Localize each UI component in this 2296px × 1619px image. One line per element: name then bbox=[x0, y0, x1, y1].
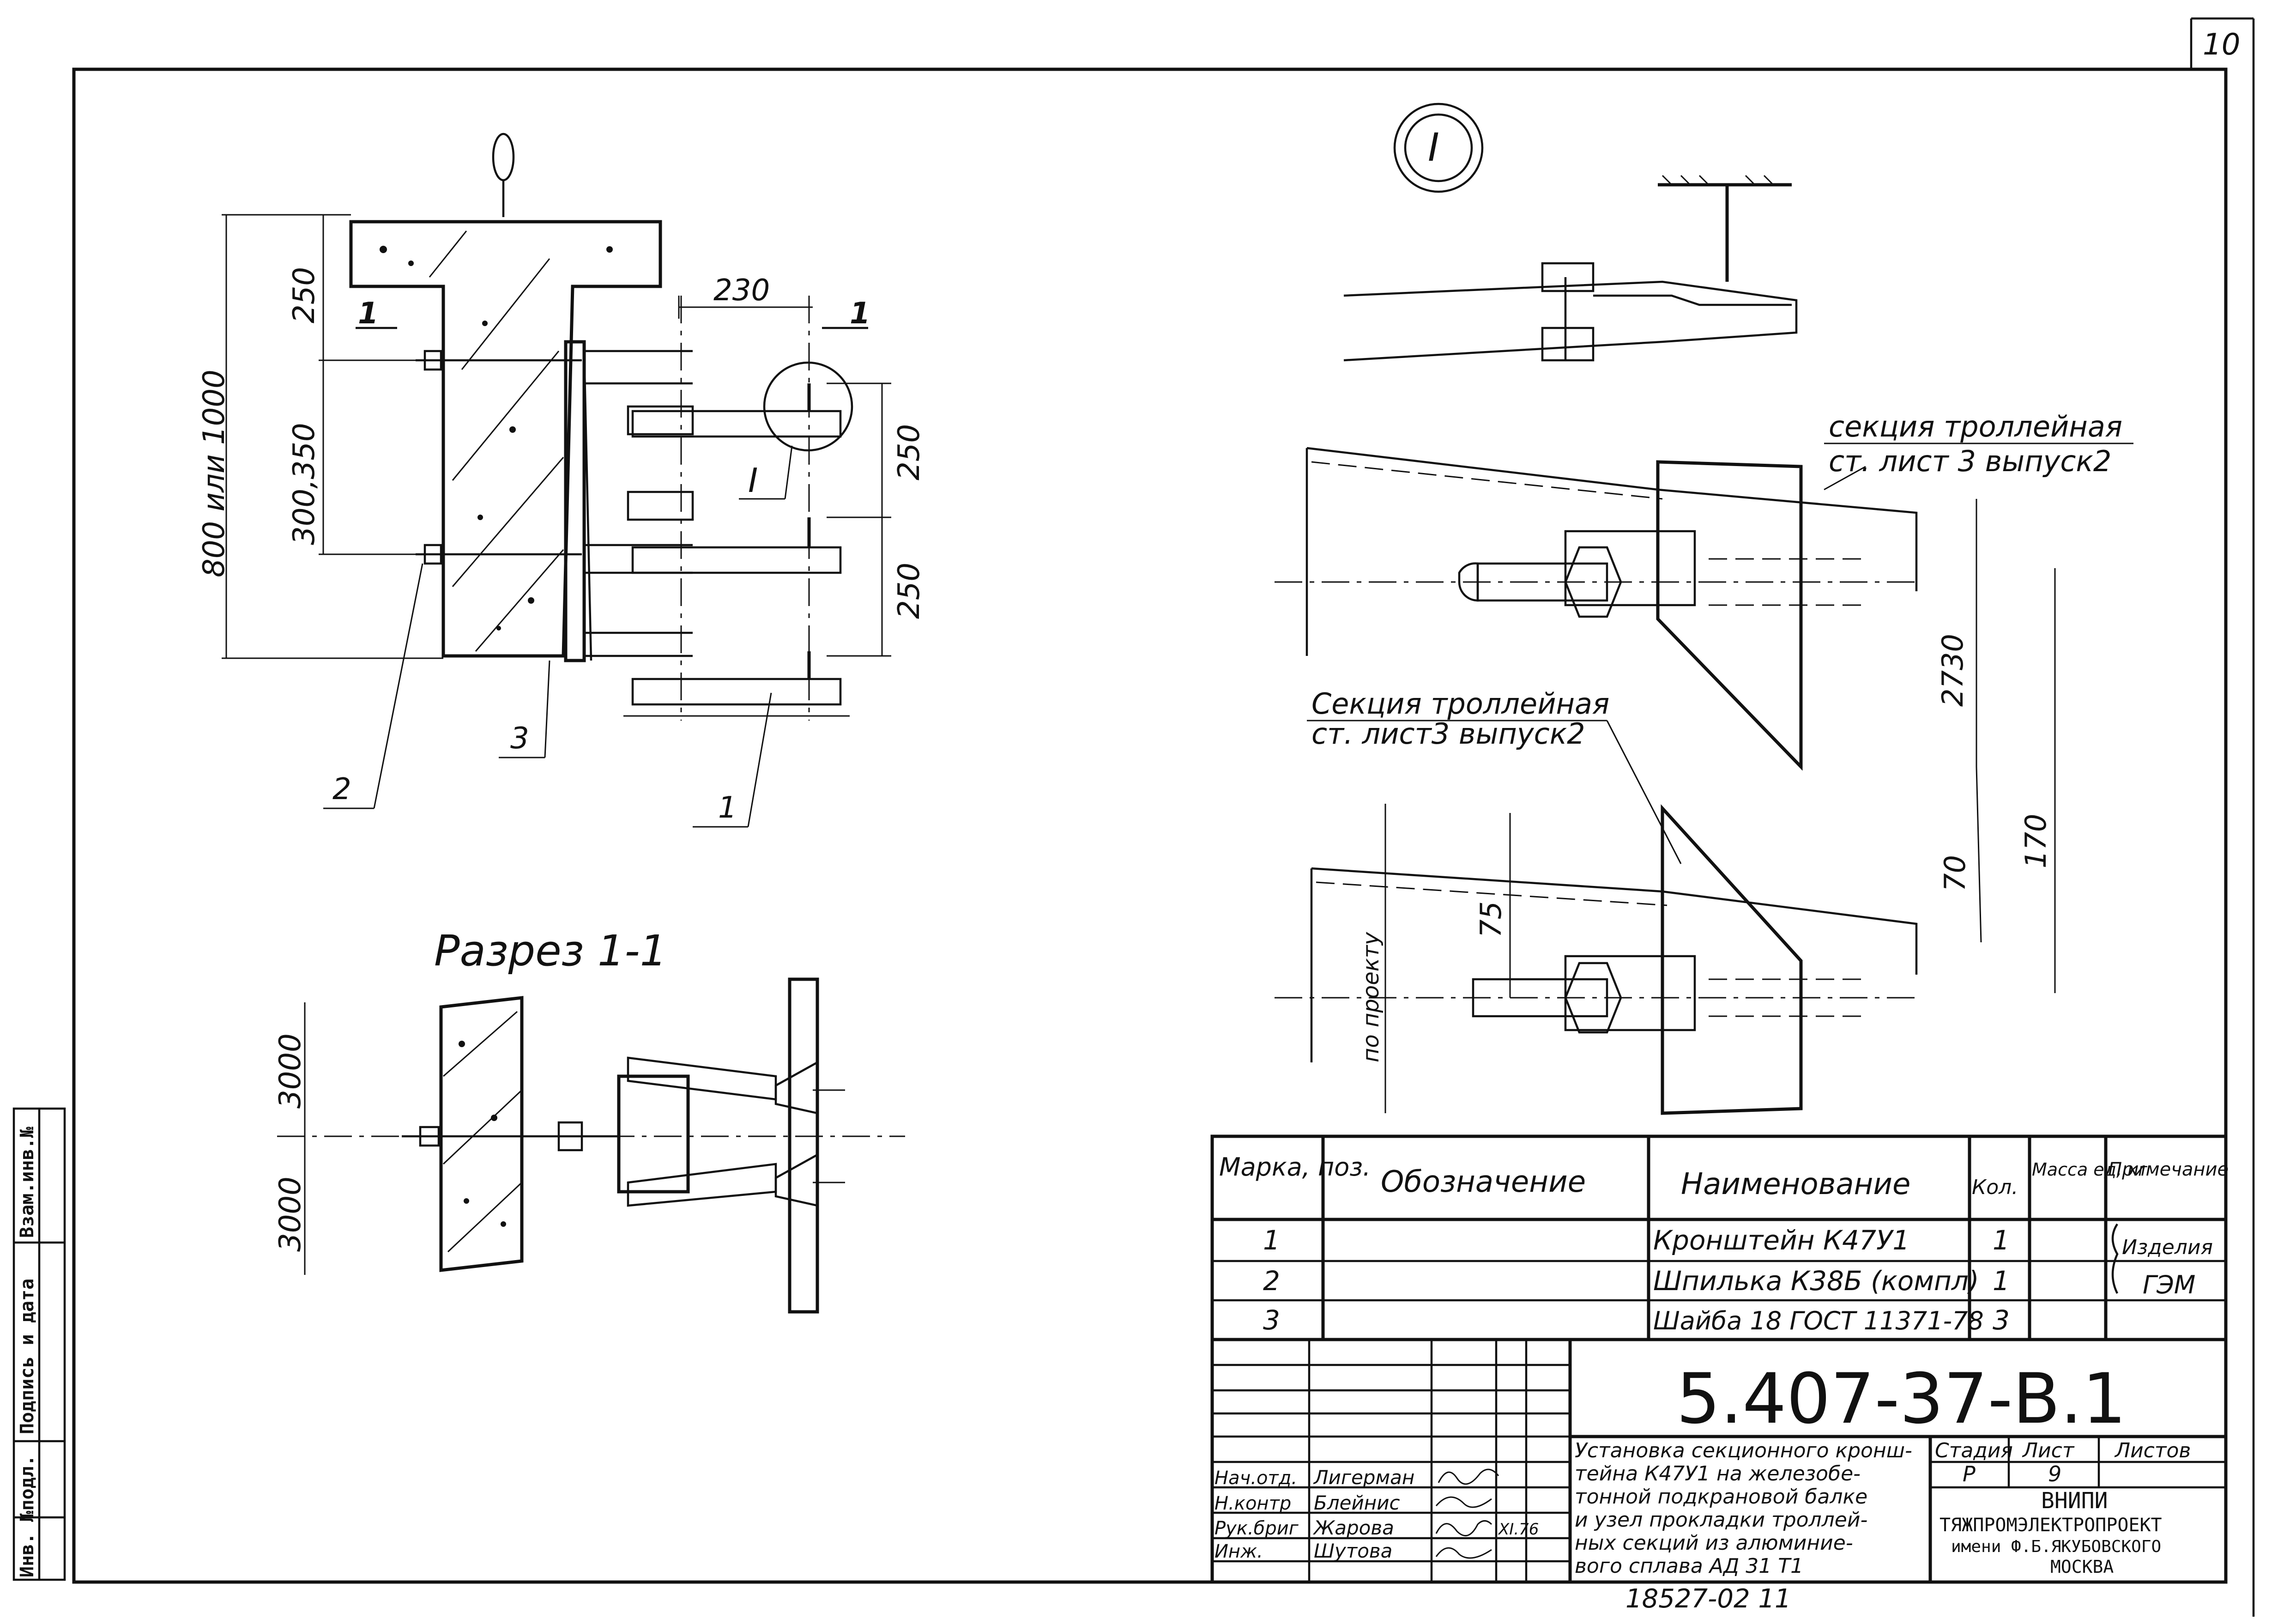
spec-row-name: Кронштейн К47У1 bbox=[1653, 1225, 1909, 1256]
staff-name: Блейнис bbox=[1314, 1492, 1400, 1514]
spec-row-qty: 1 bbox=[1993, 1265, 2010, 1297]
spec-row-pos: 1 bbox=[1263, 1225, 1280, 1256]
detail-dim-75: 75 bbox=[1474, 901, 1508, 938]
section-dim-3000-bottom: 3000 bbox=[273, 1176, 308, 1252]
staff-row: Инж. Шутова bbox=[1214, 1540, 1492, 1562]
detail-label-upper-line1: секция троллейная bbox=[1829, 410, 2122, 443]
title-description-line: вого сплава АД 31 Т1 bbox=[1575, 1554, 1803, 1578]
staff-name: Шутова bbox=[1314, 1540, 1392, 1562]
staff-signature bbox=[1438, 1468, 1499, 1485]
document-code: 5.407-37-В.1 bbox=[1676, 1359, 2127, 1439]
header-oboznachenie: Обозначение bbox=[1381, 1165, 1586, 1199]
title-description-line: Установка секционного кронш- bbox=[1575, 1439, 1912, 1462]
detail-dim-70: 70 bbox=[1938, 855, 1972, 891]
section-view-drawing bbox=[277, 977, 905, 1314]
detail-label-lower-line1: Секция троллейная bbox=[1311, 687, 1609, 721]
section-dim-3000-top: 3000 bbox=[273, 1033, 308, 1109]
spec-row-name: Шайба 18 ГОСТ 11371-78 bbox=[1653, 1306, 1984, 1335]
dim-250-a: 250 bbox=[892, 424, 926, 480]
org-line-4: МОСКВА bbox=[2050, 1557, 2114, 1577]
left-strip-podpis-data: Подпись и дата bbox=[17, 1279, 38, 1434]
spec-table-grid bbox=[1210, 1134, 2228, 1584]
stadiya-value: Р bbox=[1963, 1461, 1976, 1486]
section-title: Разрез 1-1 bbox=[434, 926, 667, 976]
left-strip bbox=[12, 1107, 66, 1581]
position-label-3: 3 bbox=[510, 722, 529, 756]
staff-date: XI.76 bbox=[1498, 1520, 1539, 1539]
detail-dim-170: 170 bbox=[2019, 814, 2053, 868]
dim-230: 230 bbox=[713, 273, 770, 308]
header-massa: Масса ед, кг bbox=[2032, 1159, 2148, 1180]
title-description-line: тонной подкрановой балке bbox=[1575, 1485, 1867, 1509]
sheet-number: 10 bbox=[2203, 28, 2240, 62]
detail-dim-2730: 2730 bbox=[1936, 634, 1970, 707]
title-description-line: и узел прокладки троллей- bbox=[1575, 1508, 1867, 1532]
staff-role: Н.контр bbox=[1214, 1493, 1291, 1514]
org-line-3: имени Ф.Б.ЯКУБОВСКОГО bbox=[1951, 1537, 2161, 1556]
detail-I-drawing bbox=[1275, 175, 2133, 1115]
staff-row: Н.контр Блейнис bbox=[1214, 1492, 1492, 1514]
org-line-2: ТЯЖПРОМЭЛЕКТРОПРОЕКТ bbox=[1940, 1515, 2162, 1536]
sheet-frame bbox=[72, 17, 2255, 1617]
left-strip-inv-podl: Инв. №подл. bbox=[17, 1455, 38, 1577]
title-description-line: тейна К47У1 на железобе- bbox=[1575, 1462, 1861, 1486]
header-kol: Кол. bbox=[1972, 1176, 2018, 1199]
spec-note-line2: ГЭМ bbox=[2143, 1270, 2195, 1299]
spec-row-qty: 3 bbox=[1993, 1304, 2010, 1336]
section-mark-right: 1 bbox=[850, 297, 870, 331]
staff-signature bbox=[1435, 1520, 1492, 1536]
staff-role: Рук.бриг bbox=[1214, 1518, 1299, 1539]
staff-row: Нач.отд. Лигерман bbox=[1214, 1466, 1499, 1489]
header-primechanie: Примечание bbox=[2108, 1159, 2229, 1180]
spec-row-name: Шпилька К38Б (компл) bbox=[1653, 1265, 1979, 1297]
archive-number: 18527-02 11 bbox=[1625, 1584, 1791, 1614]
listov-label: Листов bbox=[2114, 1439, 2191, 1462]
staff-role: Инж. bbox=[1214, 1541, 1263, 1562]
list-value: 9 bbox=[2048, 1461, 2061, 1486]
staff-signature bbox=[1435, 1547, 1492, 1559]
spec-note-line1: Изделия bbox=[2122, 1236, 2213, 1259]
staff-name: Лигерман bbox=[1313, 1466, 1414, 1489]
title-description-line: ных секций из алюминие- bbox=[1575, 1531, 1853, 1555]
spec-row: 2 Шпилька К38Б (компл) 1 bbox=[1263, 1265, 2010, 1297]
staff-name: Жарова bbox=[1312, 1516, 1394, 1539]
detail-label-lower-line2: ст. лист3 выпуск2 bbox=[1311, 717, 1585, 751]
spec-row-pos: 3 bbox=[1263, 1304, 1280, 1336]
position-label-2: 2 bbox=[332, 772, 351, 806]
dim-250-top: 250 bbox=[287, 267, 321, 323]
dim-300-350: 300,350 bbox=[287, 423, 321, 545]
left-strip-vzam-inv: Взам.инв.№ bbox=[17, 1127, 38, 1238]
position-label-1: 1 bbox=[718, 791, 737, 825]
section-mark-left: 1 bbox=[358, 297, 379, 331]
stadiya-label: Стадия bbox=[1935, 1439, 2013, 1462]
detail-I-badge-label: I bbox=[1428, 125, 1439, 170]
staff-signature bbox=[1435, 1496, 1492, 1508]
detail-po-proektu: по проекту bbox=[1358, 932, 1384, 1062]
staff-role: Нач.отд. bbox=[1214, 1467, 1297, 1489]
spec-row: 3 Шайба 18 ГОСТ 11371-78 3 bbox=[1263, 1304, 2010, 1336]
header-naimenovanie: Наименование bbox=[1681, 1167, 1910, 1201]
dim-800-1000: 800 или 1000 bbox=[197, 370, 231, 577]
staff-row: Рук.бриг Жарова XI.76 bbox=[1214, 1516, 1539, 1539]
callout-I-label: I bbox=[748, 461, 758, 500]
detail-label-upper-line2: ст. лист 3 выпуск2 bbox=[1829, 444, 2111, 478]
header-marka: Марка, поз. bbox=[1219, 1152, 1371, 1182]
dim-250-b: 250 bbox=[892, 563, 926, 619]
spec-row-pos: 2 bbox=[1263, 1265, 1280, 1297]
list-label: Лист bbox=[2022, 1439, 2075, 1462]
detail-I-badge bbox=[1393, 103, 1484, 193]
org-line-1: ВНИПИ bbox=[2041, 1488, 2108, 1514]
spec-row: 1 Кронштейн К47У1 1 bbox=[1263, 1225, 2010, 1256]
spec-row-qty: 1 bbox=[1993, 1225, 2010, 1256]
main-view-drawing bbox=[222, 133, 891, 828]
